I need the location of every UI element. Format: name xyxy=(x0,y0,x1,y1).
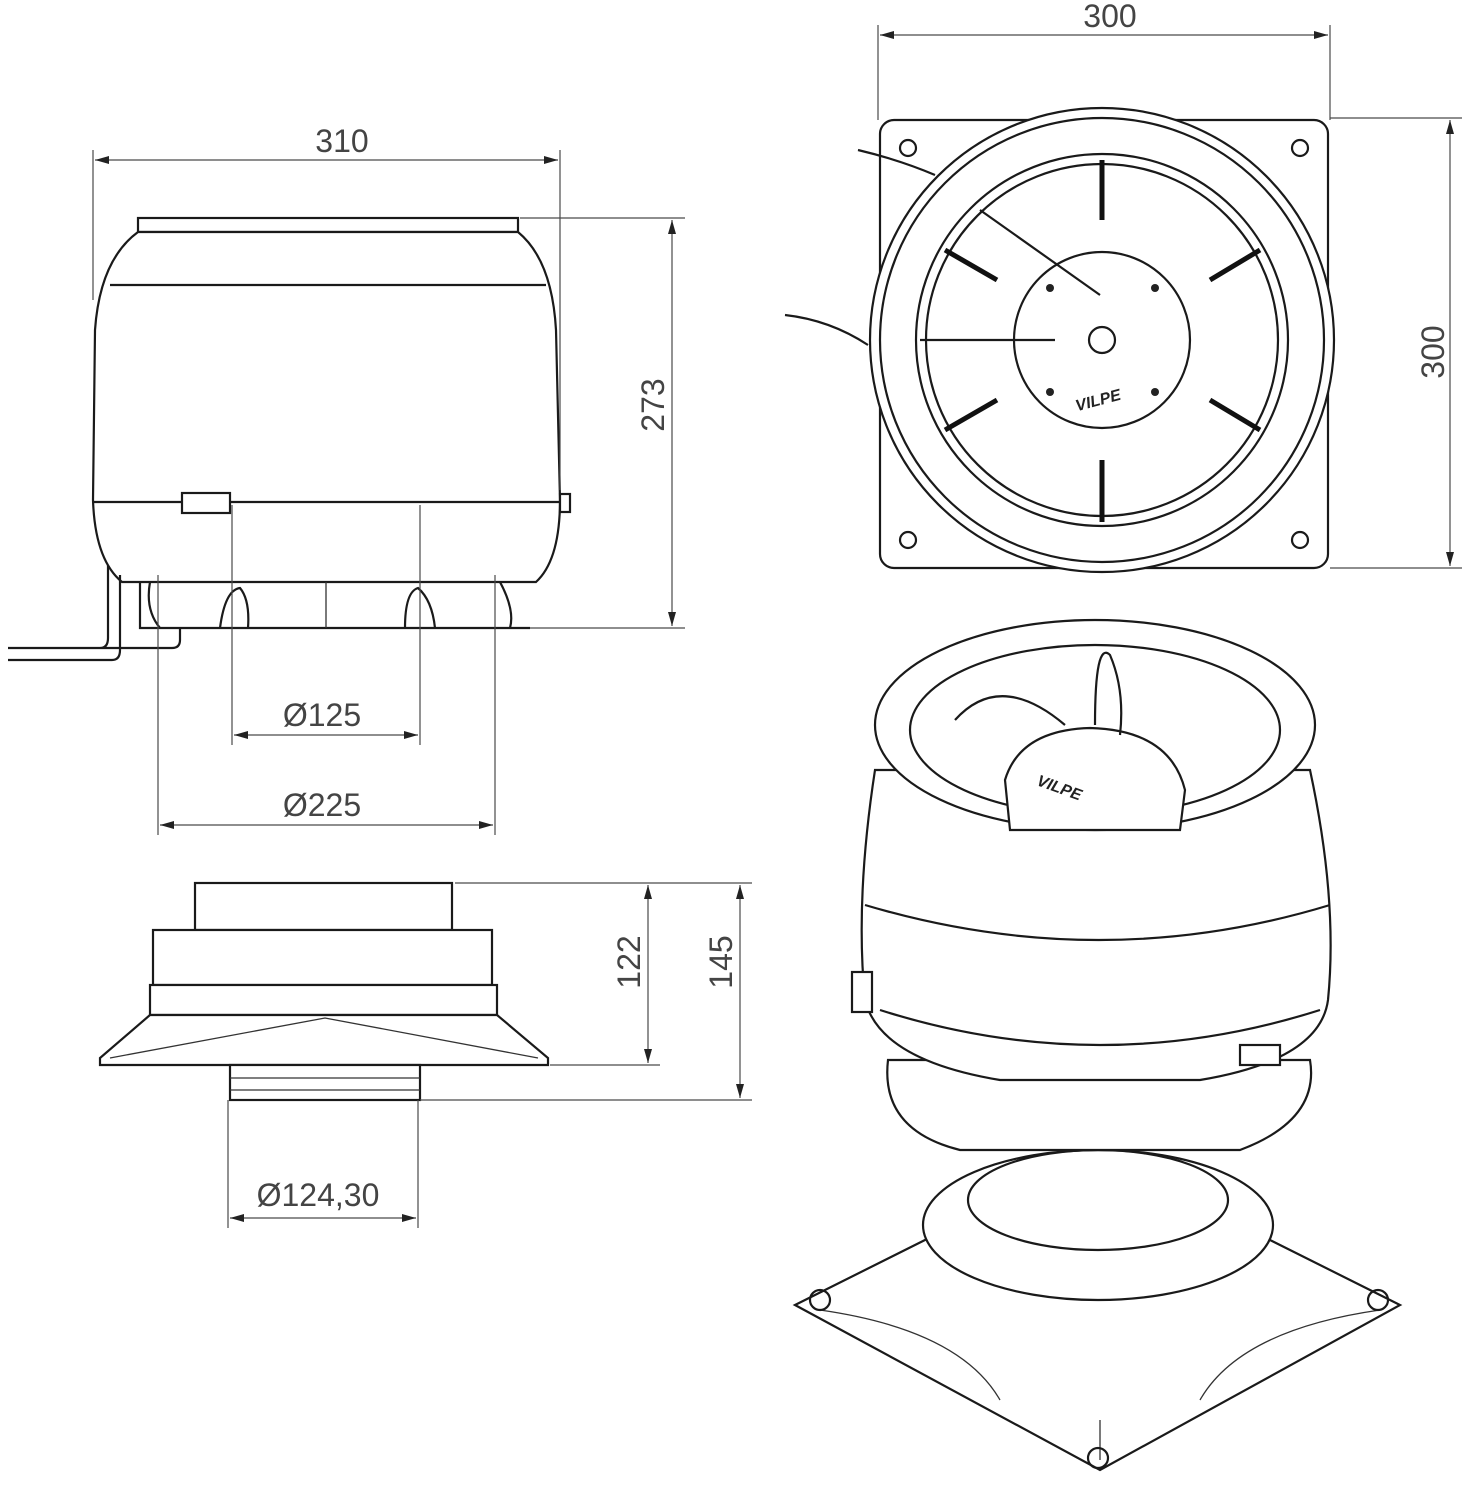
inner-diameter-label: Ø125 xyxy=(283,697,361,733)
top-view: VILPE 300 300 xyxy=(784,0,1462,574)
side-view: 310 273 Ø125 Ø225 xyxy=(8,123,685,835)
top-depth-label: 300 xyxy=(1415,325,1451,378)
base-total-height-label: 145 xyxy=(703,935,739,988)
outer-diameter-label: Ø225 xyxy=(283,787,361,823)
top-width-label: 300 xyxy=(1083,0,1136,34)
side-height-label: 273 xyxy=(635,378,671,431)
base-inner-height-label: 122 xyxy=(611,935,647,988)
side-width-label: 310 xyxy=(315,123,368,159)
isometric-view: VILPE xyxy=(792,618,1403,1472)
spigot-diameter-label: Ø124,30 xyxy=(257,1177,380,1213)
base-view: 122 145 Ø124,30 xyxy=(98,881,752,1228)
